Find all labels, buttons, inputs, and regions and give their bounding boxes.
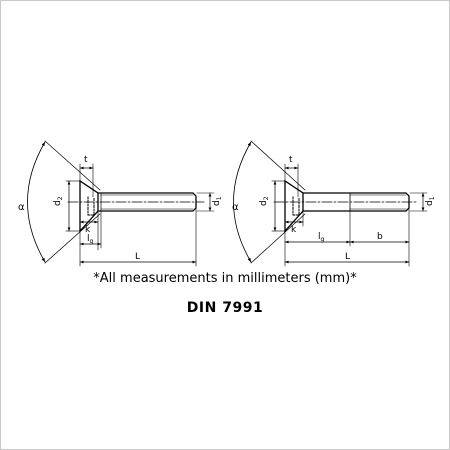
angle-extension-line bbox=[250, 140, 306, 191]
countersink-angle-arc bbox=[27, 141, 46, 263]
countersink-angle-arc bbox=[233, 141, 252, 263]
hex-socket-outline bbox=[87, 196, 95, 216]
angle-extension-line bbox=[44, 140, 101, 191]
thread-diameter-label: d1 bbox=[425, 196, 436, 206]
measurement-note: *All measurements in millimeters (mm)* bbox=[93, 271, 357, 286]
socket-depth-label: t bbox=[84, 155, 88, 165]
hex-socket-outline bbox=[292, 196, 300, 216]
grip-length-label: lg bbox=[318, 232, 325, 243]
screw-partial-thread: α d2 d1 t k lg b L bbox=[232, 140, 436, 267]
thread-length-label: b bbox=[377, 232, 383, 242]
angle-label: α bbox=[232, 202, 239, 213]
socket-depth-label: t bbox=[289, 155, 293, 165]
angle-extension-line bbox=[250, 213, 306, 264]
head-height-label: k bbox=[85, 225, 91, 235]
head-diameter-label: d2 bbox=[259, 196, 270, 206]
total-length-label: L bbox=[345, 252, 350, 262]
head-height-label: k bbox=[291, 225, 297, 235]
head-diameter-label: d2 bbox=[53, 196, 64, 206]
standard-title: DIN 7991 bbox=[186, 300, 264, 316]
angle-label: α bbox=[18, 202, 25, 213]
screw-head-outline bbox=[284, 179, 304, 233]
grip-length-label: lg bbox=[87, 234, 94, 245]
thread-diameter-label: d1 bbox=[212, 196, 223, 206]
total-length-label: L bbox=[135, 252, 140, 262]
screw-full-thread: α d2 d1 t k lg L bbox=[18, 140, 223, 267]
